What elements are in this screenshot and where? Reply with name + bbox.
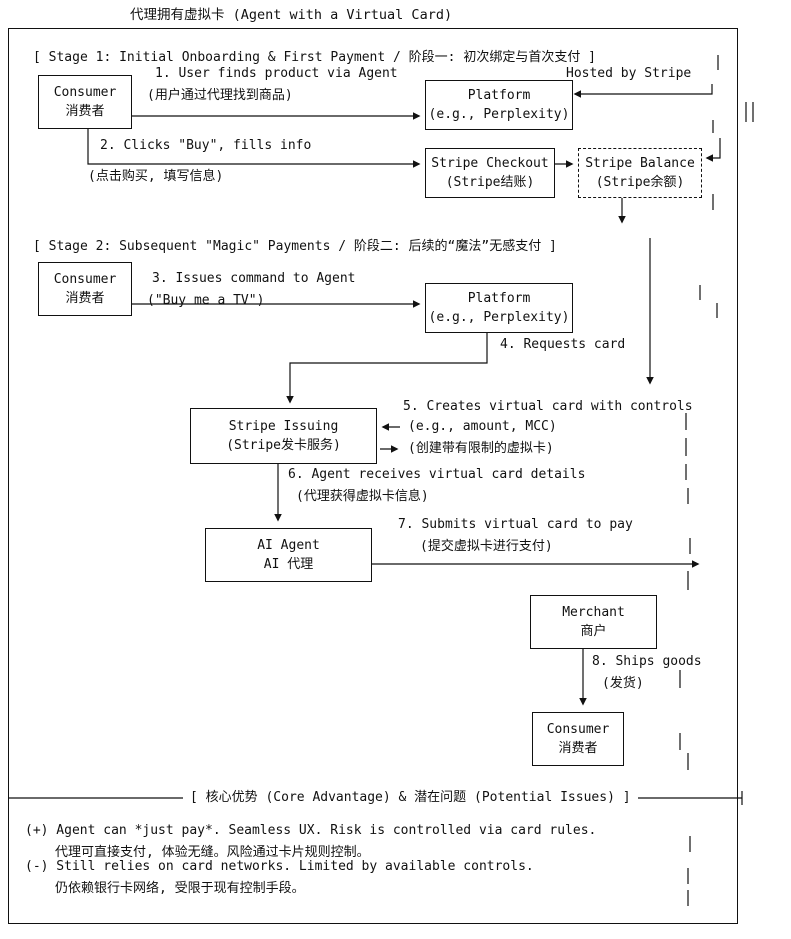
step4-label: 4. Requests card [500, 337, 626, 352]
box-title: Consumer [546, 722, 610, 737]
step6-label-en: 6. Agent receives virtual card details [288, 467, 586, 482]
box-title: AI Agent [257, 538, 320, 553]
merchant-box: Merchant 商户 [530, 595, 657, 649]
step3-label-en: 3. Issues command to Agent [152, 271, 356, 286]
step2-label-cn: (点击购买, 填写信息) [88, 169, 224, 184]
stage2-header: [ Stage 2: Subsequent "Magic" Payments /… [33, 239, 557, 254]
box-subtitle: AI 代理 [263, 557, 314, 572]
platform-box-stage2: Platform (e.g., Perplexity) [425, 283, 573, 333]
step5-label-cn: (创建带有限制的虚拟卡) [408, 441, 554, 456]
box-title: Consumer [53, 85, 117, 100]
outer-border [8, 28, 738, 924]
box-title: Merchant [562, 605, 625, 620]
stripe-issuing-box: Stripe Issuing (Stripe发卡服务) [190, 408, 377, 464]
step7-label-en: 7. Submits virtual card to pay [398, 517, 633, 532]
arrow-platform2-to-issuing [286, 332, 488, 404]
box-title: Consumer [53, 272, 117, 287]
ai-agent-box: AI Agent AI 代理 [205, 528, 372, 582]
step3-label-quote: ("Buy me a TV") [147, 293, 265, 308]
footer-pro-cn: 代理可直接支付, 体验无缝。风险通过卡片规则控制。 [55, 845, 370, 860]
step5-label-en: 5. Creates virtual card with controls [403, 399, 693, 414]
box-subtitle: (Stripe余额) [595, 175, 685, 190]
box-subtitle: (Stripe结账) [445, 175, 535, 190]
arrow-into-balance-right [705, 138, 721, 162]
step8-label-cn: (发货) [602, 676, 644, 691]
diagram-title: 代理拥有虚拟卡 (Agent with a Virtual Card) [130, 7, 453, 23]
footer-con-en: (-) Still relies on card networks. Limit… [25, 859, 534, 874]
hosted-by-stripe-label: Hosted by Stripe [566, 66, 692, 81]
stripe-balance-box: Stripe Balance (Stripe余额) [578, 148, 702, 198]
box-subtitle: 消费者 [558, 741, 598, 756]
box-subtitle: 消费者 [65, 291, 105, 306]
box-title: Stripe Balance [585, 156, 695, 171]
step2-label-en: 2. Clicks "Buy", fills info [100, 138, 312, 153]
stripe-checkout-box: Stripe Checkout (Stripe结账) [425, 148, 555, 198]
step8-label-en: 8. Ships goods [592, 654, 702, 669]
box-subtitle: 消费者 [65, 104, 105, 119]
arrow-consumer1-to-checkout [87, 128, 421, 168]
step1-label-cn: (用户通过代理找到商品) [147, 88, 293, 103]
box-title: Stripe Issuing [228, 419, 339, 434]
box-subtitle: (e.g., Perplexity) [428, 310, 570, 325]
step7-label-cn: (提交虚拟卡进行支付) [420, 539, 553, 554]
consumer-box-stage2: Consumer 消费者 [38, 262, 132, 316]
stage1-header: [ Stage 1: Initial Onboarding & First Pa… [33, 50, 596, 65]
footer-con-cn: 仍依赖银行卡网络, 受限于现有控制手段。 [55, 881, 305, 896]
box-subtitle: 商户 [580, 624, 607, 639]
box-title: Stripe Checkout [431, 156, 549, 171]
step6-label-cn: (代理获得虚拟卡信息) [296, 489, 429, 504]
box-title: Platform [467, 88, 531, 103]
arrow-hosted-by-stripe-to-platform1 [573, 84, 713, 98]
footer-section-header: [ 核心优势 (Core Advantage) & 潜在问题 (Potentia… [183, 790, 638, 806]
box-subtitle: (Stripe发卡服务) [226, 438, 341, 453]
consumer-box-final: Consumer 消费者 [532, 712, 624, 766]
step5-label-controls: (e.g., amount, MCC) [408, 419, 557, 434]
platform-box-stage1: Platform (e.g., Perplexity) [425, 80, 573, 130]
consumer-box-stage1: Consumer 消费者 [38, 75, 132, 129]
footer-pro-en: (+) Agent can *just pay*. Seamless UX. R… [25, 823, 597, 838]
box-title: Platform [467, 291, 531, 306]
step1-label-en: 1. User finds product via Agent [155, 66, 398, 81]
box-subtitle: (e.g., Perplexity) [428, 107, 570, 122]
